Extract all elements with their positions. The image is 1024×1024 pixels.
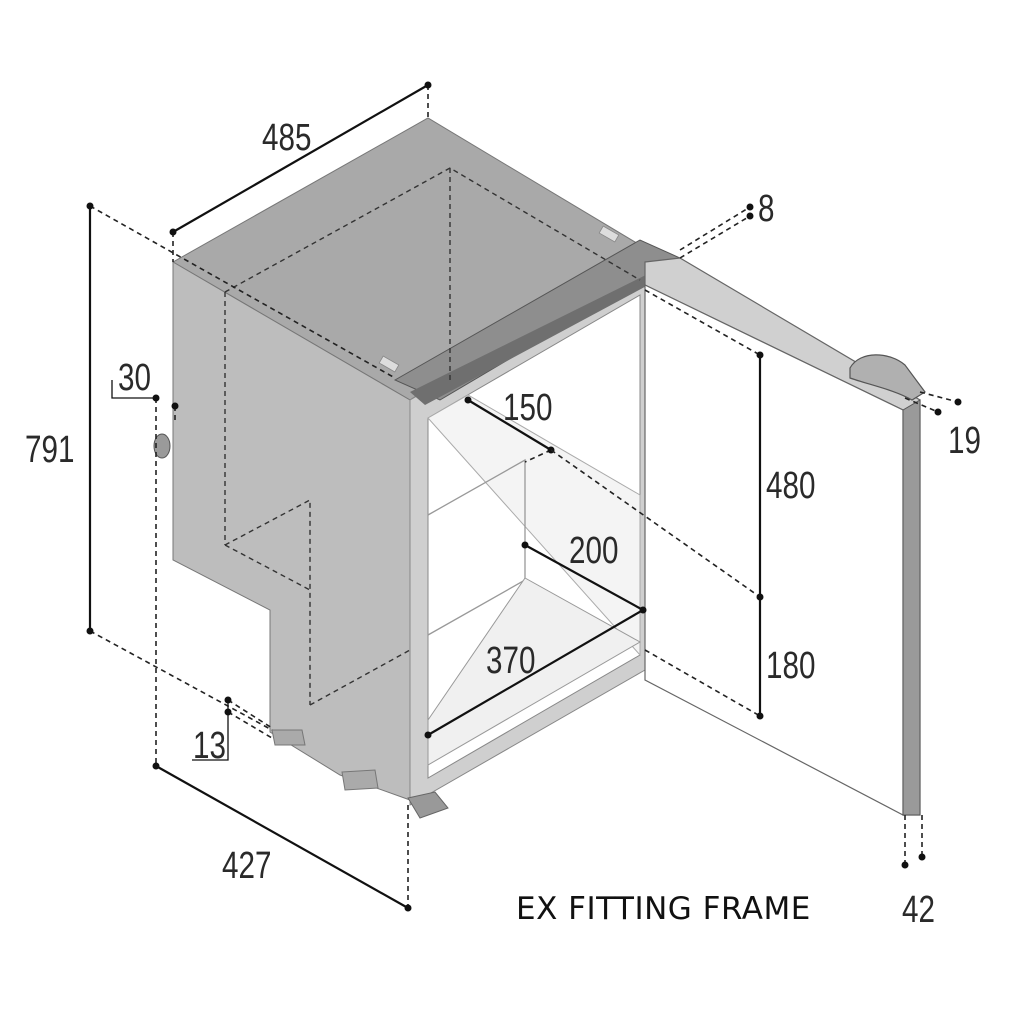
label-8: 8 xyxy=(758,188,774,230)
dim-line-427 xyxy=(155,765,409,909)
dim-leader-13 xyxy=(192,700,229,761)
interior-back xyxy=(427,394,641,657)
label-30: 30 xyxy=(118,357,151,399)
door-edge xyxy=(902,399,921,816)
label-370: 370 xyxy=(486,640,535,682)
dimension-lines xyxy=(86,81,962,912)
label-180: 180 xyxy=(766,645,815,687)
foot-back-2 xyxy=(271,729,306,746)
top-tab-left xyxy=(378,355,400,373)
door-latch xyxy=(849,354,926,401)
label-42: 42 xyxy=(902,889,935,931)
label-427: 427 xyxy=(222,845,271,887)
dim-line-150 xyxy=(467,399,552,451)
interior-bottom xyxy=(427,577,642,766)
label-485: 485 xyxy=(262,117,311,159)
label-791: 791 xyxy=(25,429,74,471)
dim-line-485 xyxy=(172,84,429,233)
dim-line-200 xyxy=(524,544,644,611)
hidden-edge-step-2 xyxy=(224,544,311,591)
dim-line-370 xyxy=(427,609,644,736)
top-frame-rail-front xyxy=(410,258,680,405)
fridge-body xyxy=(153,117,682,819)
interior-compressor-bump xyxy=(427,458,526,636)
top-tab-right xyxy=(598,225,620,243)
label-13: 13 xyxy=(193,725,226,767)
label-200: 200 xyxy=(569,530,618,572)
side-knob xyxy=(153,433,171,459)
label-19: 19 xyxy=(948,420,981,462)
foot-front xyxy=(407,791,449,819)
dim-leader-30 xyxy=(111,380,156,399)
dimension-labels: 485 8 791 30 150 480 200 180 370 19 13 4… xyxy=(25,117,981,931)
fridge-door xyxy=(644,257,926,816)
foot-back xyxy=(341,769,379,791)
label-150: 150 xyxy=(503,387,552,429)
hidden-edge-bottom xyxy=(309,649,411,706)
label-480: 480 xyxy=(766,465,815,507)
caption-fitting-frame: EX FITTING FRAME xyxy=(516,891,811,927)
